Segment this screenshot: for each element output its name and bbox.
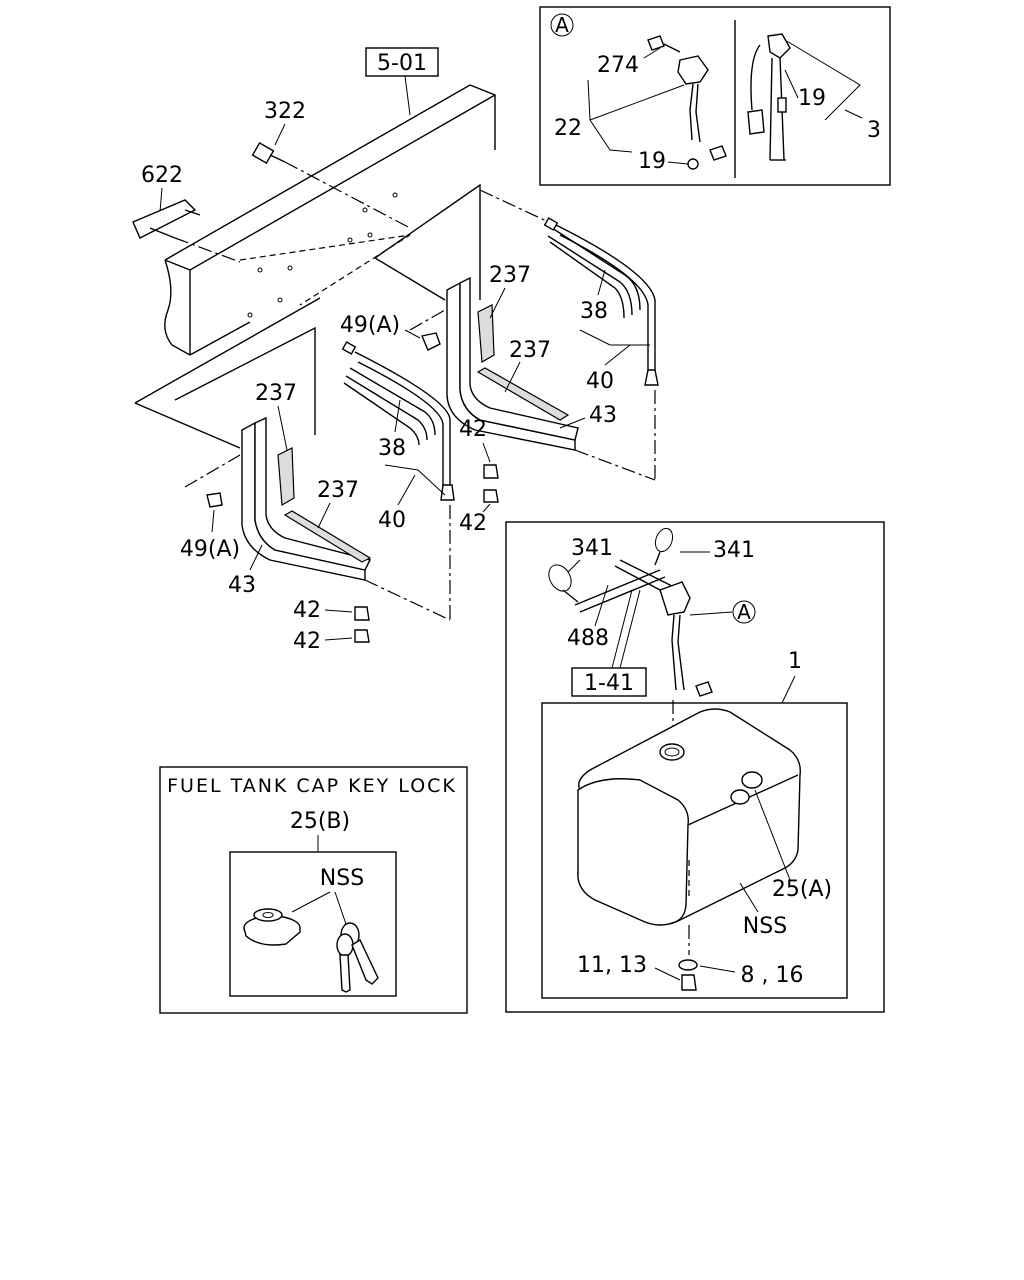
fuel-cap-key-lock-box: FUEL TANK CAP KEY LOCK 25(B) NSS xyxy=(159,766,468,1014)
label-43-a: 43 xyxy=(589,403,617,428)
plate-622: 622 xyxy=(132,163,241,263)
ref-5-01: 5-01 xyxy=(365,47,439,116)
label-322: 322 xyxy=(264,99,306,124)
label-49A-a: 49(A) xyxy=(340,313,400,338)
callout-a-ref-label: A xyxy=(737,600,751,624)
label-19-a: 19 xyxy=(638,149,666,174)
keys-icon xyxy=(336,922,379,993)
label-40-a: 40 xyxy=(586,369,614,394)
label-19-b: 19 xyxy=(798,86,826,111)
label-nss-cap: NSS xyxy=(320,866,364,891)
label-22: 22 xyxy=(554,116,582,141)
cap-box-title: FUEL TANK CAP KEY LOCK xyxy=(167,775,457,797)
label-341-b: 341 xyxy=(713,538,755,563)
label-488: 488 xyxy=(567,626,609,651)
label-38-a: 38 xyxy=(580,299,608,324)
label-1: 1 xyxy=(788,649,802,674)
detail-a-box: A 274 22 19 19 3 xyxy=(539,6,891,186)
label-43-b: 43 xyxy=(228,573,256,598)
label-237-a: 237 xyxy=(489,263,531,288)
label-3: 3 xyxy=(867,118,881,143)
label-341-a: 341 xyxy=(571,536,613,561)
fuel-cap-icon xyxy=(243,908,301,946)
bolt-322: 322 xyxy=(251,99,411,229)
label-237-d: 237 xyxy=(317,478,359,503)
bracket-assembly-lower xyxy=(134,297,455,621)
label-237-c: 237 xyxy=(255,381,297,406)
tank-assembly-box: 341 341 488 A 1-41 1 xyxy=(505,521,885,1013)
label-274: 274 xyxy=(597,53,639,78)
label-nss-tank: NSS xyxy=(743,914,787,939)
ref-5-01-label: 5-01 xyxy=(377,51,427,76)
frame-rail xyxy=(164,84,496,356)
label-40-b: 40 xyxy=(378,508,406,533)
label-42-d: 42 xyxy=(293,629,321,654)
label-38-b: 38 xyxy=(378,436,406,461)
label-11-13: 11, 13 xyxy=(577,953,647,978)
label-622: 622 xyxy=(141,163,183,188)
label-8-16: 8 , 16 xyxy=(741,963,804,988)
label-49A-b: 49(A) xyxy=(180,537,240,562)
label-42-a: 42 xyxy=(459,417,487,442)
callout-a-label: A xyxy=(555,13,569,37)
bracket-assembly-upper xyxy=(374,183,659,481)
ref-1-41-label: 1-41 xyxy=(584,671,634,696)
label-25B: 25(B) xyxy=(290,809,350,834)
label-42-b: 42 xyxy=(459,511,487,536)
label-25A: 25(A) xyxy=(772,877,832,902)
label-42-c: 42 xyxy=(293,598,321,623)
label-237-b: 237 xyxy=(509,338,551,363)
